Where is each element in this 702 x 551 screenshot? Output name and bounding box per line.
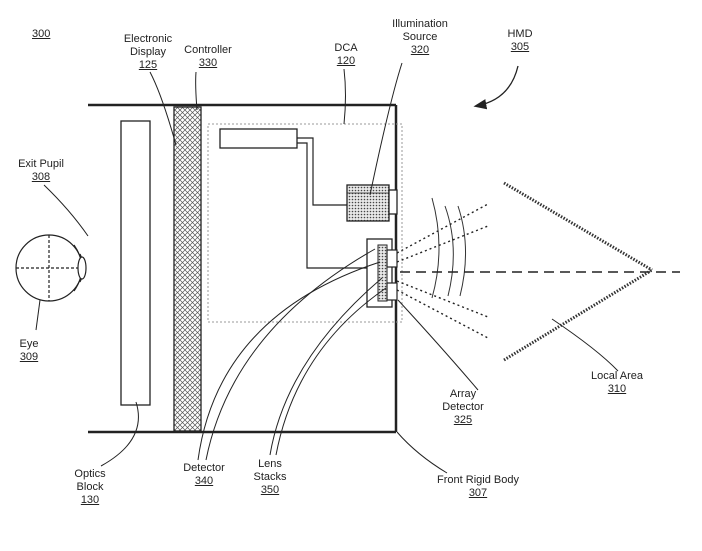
- controller-ref: 330: [198, 57, 218, 69]
- dca-ref: 120: [336, 55, 356, 67]
- hmd-arrow: [473, 65, 519, 110]
- optics-block-ref: 130: [80, 494, 100, 506]
- illumination-source-name-2: Source: [402, 31, 438, 43]
- lens-stacks-name-1: Lens: [258, 458, 282, 470]
- illumination-source-label: Illumination Source 320: [384, 18, 456, 57]
- local-area-ref: 310: [607, 383, 627, 395]
- electronic-display: [173, 106, 202, 432]
- array-detector-label: Array Detector 325: [434, 388, 492, 427]
- exit-pupil-ref: 308: [31, 171, 51, 183]
- front-rigid-body-label: Front Rigid Body 307: [428, 474, 528, 500]
- eye-name: Eye: [19, 338, 39, 350]
- eye-drawing: [15, 234, 87, 302]
- hmd-name: HMD: [507, 28, 533, 40]
- hmd-ref: 305: [510, 41, 530, 53]
- illumination-source-ref: 320: [410, 44, 430, 56]
- optics-block-label: Optics Block 130: [66, 468, 114, 507]
- detector-ref: 340: [194, 475, 214, 487]
- wavefronts: [431, 197, 466, 299]
- projection-rays: [396, 203, 489, 339]
- front-rigid-body-ref: 307: [468, 487, 488, 499]
- eye-ref: 309: [19, 351, 39, 363]
- detector-label: Detector 340: [176, 462, 232, 488]
- array-detector-ref: 325: [453, 414, 473, 426]
- eye-label: Eye 309: [14, 338, 44, 364]
- label-leaders: [100, 62, 619, 474]
- controller-name: Controller: [184, 44, 232, 56]
- lens-stacks-ref: 350: [260, 484, 280, 496]
- dca-region: [207, 123, 403, 323]
- electronic-display-ref: 125: [138, 59, 158, 71]
- optics-block-name-2: Block: [76, 481, 104, 493]
- array-detector: [366, 238, 398, 308]
- electronic-display-label: Electronic Display 125: [112, 33, 184, 72]
- lens-stacks-name-2: Stacks: [253, 471, 287, 483]
- electronic-display-name-2: Display: [129, 46, 167, 58]
- hmd-label: HMD 305: [500, 28, 540, 54]
- controller-box: [219, 128, 298, 149]
- optics-block-name-1: Optics: [74, 468, 106, 480]
- controller-label: Controller 330: [176, 44, 240, 70]
- local-area-label: Local Area 310: [584, 370, 650, 396]
- dca-label: DCA 120: [326, 42, 366, 68]
- illumination-source: [346, 184, 398, 222]
- exit-pupil-leader: [43, 184, 89, 237]
- lens-stacks-label: Lens Stacks 350: [248, 458, 292, 497]
- figure-number: 300: [32, 28, 51, 40]
- front-rigid-body-name: Front Rigid Body: [437, 474, 519, 486]
- controller-wires: [297, 137, 367, 269]
- local-area-name: Local Area: [591, 370, 643, 382]
- exit-pupil-name: Exit Pupil: [18, 158, 64, 170]
- dca-name: DCA: [334, 42, 358, 54]
- illumination-source-name-1: Illumination: [392, 18, 448, 30]
- optics-block: [120, 120, 151, 406]
- array-detector-name-2: Detector: [442, 401, 484, 413]
- eye-leader: [35, 299, 41, 331]
- front-rigid-body: [88, 103, 398, 434]
- local-area: [503, 181, 653, 362]
- electronic-display-name-1: Electronic: [123, 33, 173, 45]
- array-detector-name-1: Array: [449, 388, 477, 400]
- detector-name: Detector: [183, 462, 225, 474]
- exit-pupil-label: Exit Pupil 308: [10, 158, 72, 184]
